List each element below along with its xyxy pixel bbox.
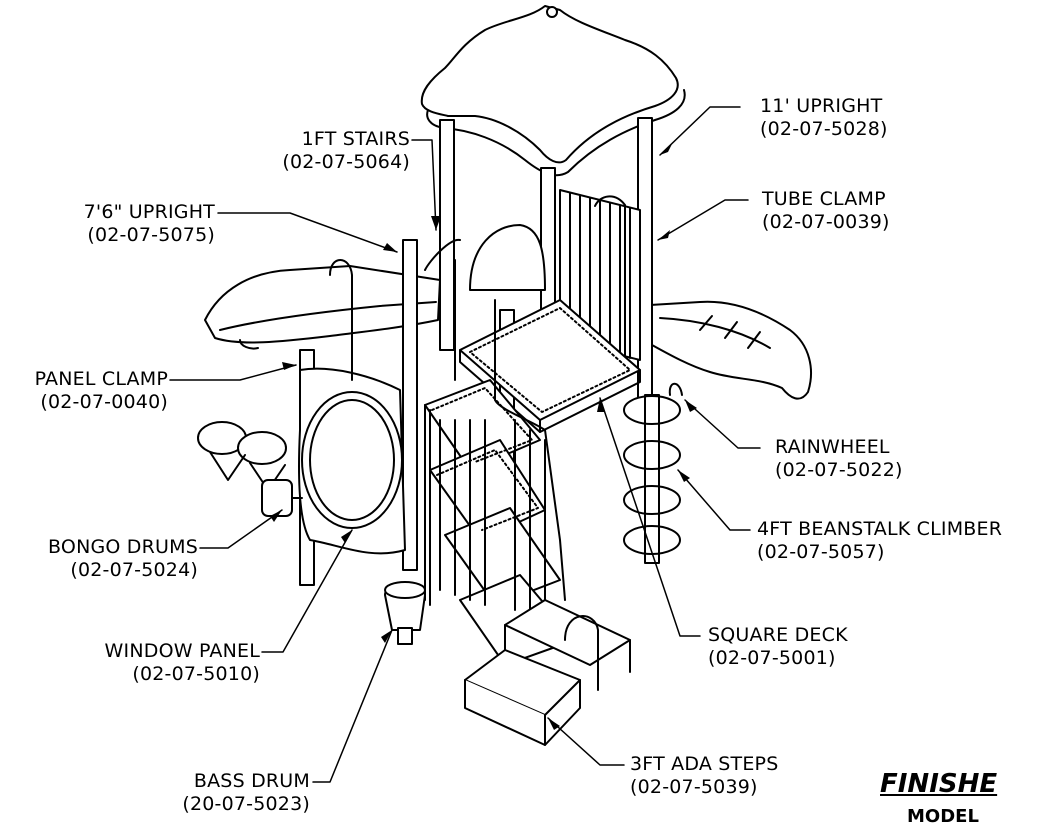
- label-panel-clamp: PANEL CLAMP (02-07-0040): [5, 368, 168, 414]
- right-slide: [649, 300, 812, 400]
- label-name: 11' UPRIGHT: [760, 95, 883, 117]
- label-part-number: (02-07-0039): [762, 211, 890, 233]
- label-part-number: (02-07-5039): [630, 776, 758, 798]
- label-7ft6-upright: 7'6" UPRIGHT (02-07-5075): [50, 201, 215, 247]
- bass-drum: [384, 581, 426, 645]
- label-part-number: (02-07-5024): [70, 559, 198, 581]
- beanstalk-climber: [623, 382, 683, 564]
- label-square-deck: SQUARE DECK (02-07-5001): [708, 624, 848, 670]
- window-panel: [298, 259, 406, 555]
- label-name: 1FT STAIRS: [301, 128, 410, 150]
- label-part-number: (02-07-0040): [40, 391, 168, 413]
- crawl-tube: [469, 224, 546, 291]
- label-ada-steps: 3FT ADA STEPS (02-07-5039): [630, 753, 778, 799]
- leader-lines: [169, 106, 761, 783]
- label-1ft-stairs: 1FT STAIRS (02-07-5064): [240, 128, 410, 174]
- label-part-number: (02-07-5028): [760, 118, 888, 140]
- label-rainwheel: RAINWHEEL (02-07-5022): [775, 436, 903, 482]
- ada-steps: [464, 599, 631, 746]
- label-part-number: (02-07-5022): [775, 459, 903, 481]
- label-11ft-upright: 11' UPRIGHT (02-07-5028): [760, 95, 888, 141]
- label-name: RAINWHEEL: [775, 436, 890, 458]
- label-bongo-drums: BONGO DRUMS (02-07-5024): [20, 536, 198, 582]
- label-name: BASS DRUM: [193, 770, 310, 792]
- label-part-number: (02-07-5064): [282, 151, 410, 173]
- drawing-title: FINISHE: [880, 769, 998, 799]
- label-part-number: (20-07-5023): [182, 793, 310, 815]
- label-name: PANEL CLAMP: [34, 368, 168, 390]
- stair-rails: [424, 238, 566, 631]
- label-name: TUBE CLAMP: [762, 188, 886, 210]
- label-part-number: (02-07-5010): [132, 663, 260, 685]
- label-name: 7'6" UPRIGHT: [83, 201, 215, 223]
- label-part-number: (02-07-5075): [87, 224, 215, 246]
- left-slide: [204, 265, 441, 350]
- label-beanstalk-climber: 4FT BEANSTALK CLIMBER (02-07-5057): [757, 518, 1002, 564]
- label-name: BONGO DRUMS: [48, 536, 198, 558]
- model-label: MODEL: [907, 806, 979, 827]
- label-part-number: (02-07-5001): [708, 647, 836, 669]
- label-window-panel: WINDOW PANEL (02-07-5010): [70, 640, 260, 686]
- label-bass-drum: BASS DRUM (20-07-5023): [140, 770, 310, 816]
- arrowheads: [270, 144, 697, 730]
- label-part-number: (02-07-5057): [757, 541, 885, 563]
- label-name: 4FT BEANSTALK CLIMBER: [757, 518, 1003, 540]
- bongo-drums: [197, 421, 303, 517]
- label-name: WINDOW PANEL: [104, 640, 260, 662]
- label-tube-clamp: TUBE CLAMP (02-07-0039): [762, 188, 890, 234]
- label-name: SQUARE DECK: [708, 624, 848, 646]
- label-name: 3FT ADA STEPS: [630, 753, 779, 775]
